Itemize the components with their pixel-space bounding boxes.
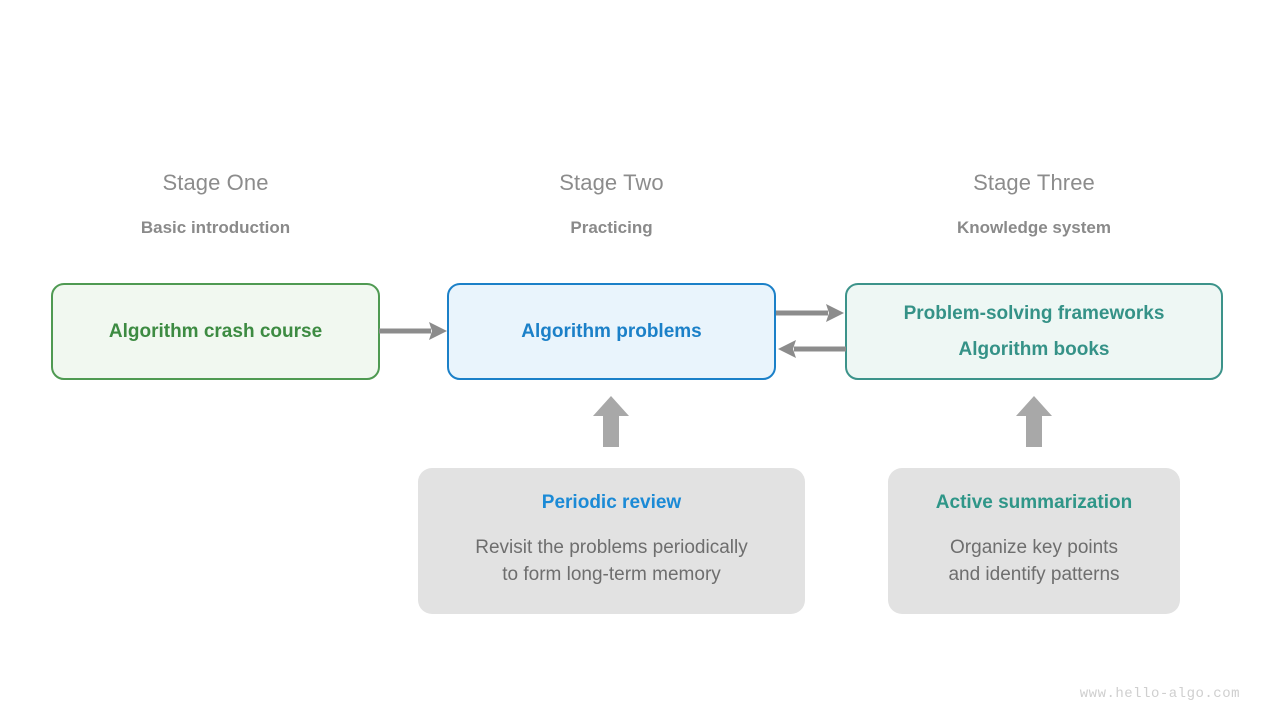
support-title: Periodic review: [541, 492, 682, 514]
node-label-line: Problem-solving frameworks: [903, 303, 1165, 324]
support-body-line: and identify patterns: [948, 564, 1120, 585]
stage-header-two: Stage Two Practicing: [447, 170, 776, 237]
stage-two-title: Stage Two: [559, 170, 664, 195]
stage-three-title: Stage Three: [973, 170, 1095, 195]
stage-header-three: Stage Three Knowledge system: [845, 170, 1223, 237]
arrow-frameworks-to-problems-icon: [778, 340, 846, 358]
support-body-line: Organize key points: [950, 537, 1118, 559]
arrow-summarization-to-frameworks-icon: [1016, 396, 1052, 447]
node-algorithm-crash-course[interactable]: Algorithm crash course: [51, 283, 380, 380]
arrow-problems-to-frameworks-icon: [776, 304, 844, 322]
support-body: Organize key points and identify pattern…: [948, 535, 1119, 589]
stage-one-subtitle: Basic introduction: [140, 218, 291, 237]
arrow-review-to-problems-icon: [593, 396, 629, 447]
node-active-summarization[interactable]: Active summarization Organize key points…: [888, 468, 1180, 614]
node-label-line: Algorithm problems: [521, 321, 702, 342]
node-knowledge-system[interactable]: Problem-solving frameworks Algorithm boo…: [845, 283, 1223, 380]
watermark: www.hello-algo.com: [1079, 686, 1240, 702]
support-title: Active summarization: [935, 492, 1133, 514]
node-label-line: Algorithm crash course: [108, 321, 323, 342]
stage-header-one: Stage One Basic introduction: [51, 170, 380, 237]
support-body: Revisit the problems periodically to for…: [475, 535, 747, 589]
stage-one-title: Stage One: [162, 170, 269, 195]
node-label-line: Algorithm books: [958, 339, 1110, 360]
support-body-line: Revisit the problems periodically: [475, 537, 748, 559]
node-algorithm-problems[interactable]: Algorithm problems: [447, 283, 776, 380]
stage-three-subtitle: Knowledge system: [957, 218, 1111, 237]
arrow-crash-course-to-problems-icon: [379, 322, 447, 340]
node-periodic-review[interactable]: Periodic review Revisit the problems per…: [418, 468, 805, 614]
support-body-line: to form long-term memory: [502, 564, 721, 585]
stage-two-subtitle: Practicing: [570, 218, 653, 237]
